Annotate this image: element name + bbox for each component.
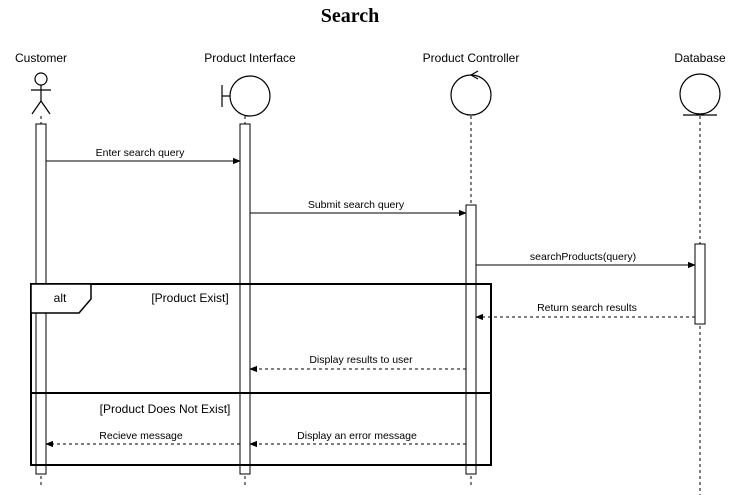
- message-label: Enter search query: [96, 147, 185, 159]
- activation-bar-product-controller: [465, 204, 477, 475]
- participant-label-product-interface: Product Interface: [204, 51, 296, 65]
- message-label: Return search results: [537, 302, 637, 314]
- message-label: Display results to user: [309, 354, 413, 366]
- participant-label-customer: Customer: [15, 51, 67, 65]
- activation-bar-product-interface: [239, 123, 251, 475]
- boundary-icon: [221, 75, 271, 117]
- alt-guard-product-does-not-exist: [Product Does Not Exist]: [100, 402, 231, 416]
- control-icon: [450, 70, 492, 116]
- message-label: Display an error message: [297, 430, 417, 442]
- message-label: Submit search query: [308, 199, 405, 211]
- alt-fragment-frame: [30, 283, 492, 466]
- alt-fragment-tab: [30, 283, 92, 314]
- alt-guard-product-exist: [Product Exist]: [151, 291, 228, 305]
- alt-fragment-operator: alt: [54, 291, 67, 305]
- entity-icon: [679, 73, 721, 116]
- message-label: searchProducts(query): [530, 251, 636, 263]
- message-label: Recieve message: [99, 430, 183, 442]
- activation-bar-database: [694, 243, 706, 325]
- diagram-title: Search: [321, 5, 380, 27]
- participant-label-database: Database: [674, 51, 726, 65]
- actor-icon: [31, 72, 51, 115]
- participant-label-product-controller: Product Controller: [423, 51, 520, 65]
- alt-fragment: alt [Product Exist] [Product Does Not Ex…: [30, 283, 492, 466]
